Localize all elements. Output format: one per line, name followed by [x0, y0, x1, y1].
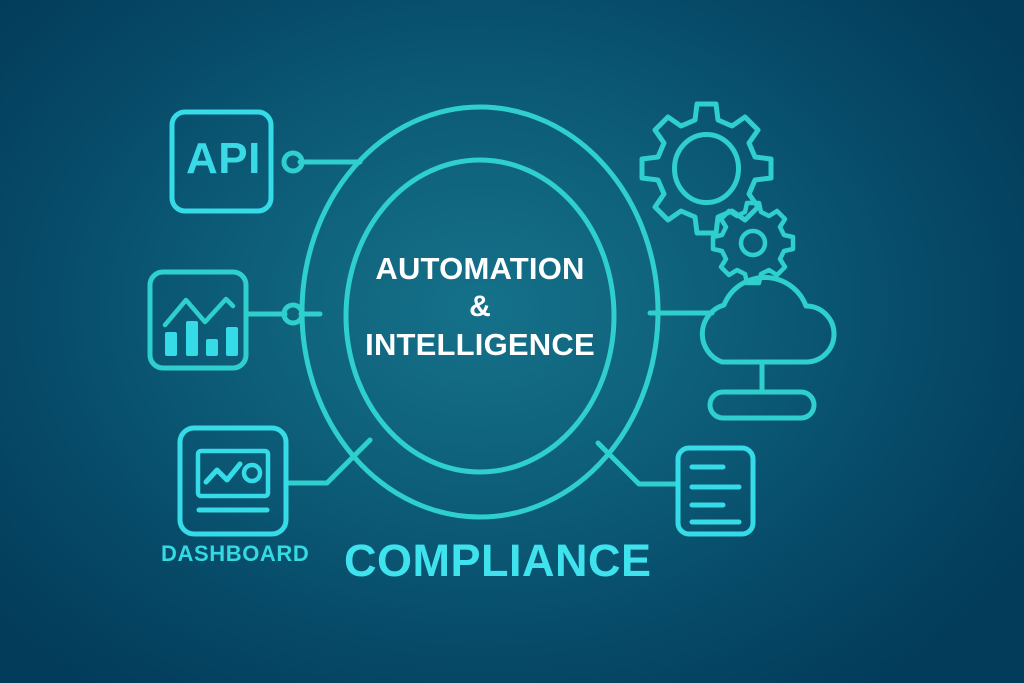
- connector-dashboard-to-hub: [283, 437, 373, 486]
- center-line-2: &: [469, 290, 491, 323]
- hub-rings: [299, 104, 661, 520]
- connector-hub-to-document: [595, 440, 681, 487]
- api-label: API: [186, 134, 261, 183]
- center-line-1: AUTOMATION: [375, 251, 585, 286]
- center-hub-label: AUTOMATION & INTELLIGENCE: [330, 250, 630, 364]
- cloud-server-icon[interactable]: [699, 274, 837, 421]
- bar-chart-icon[interactable]: [147, 269, 249, 371]
- document-lines-icon[interactable]: [675, 445, 756, 537]
- compliance-label: COMPLIANCE: [344, 535, 652, 586]
- connector-api-to-hub: [281, 150, 363, 174]
- connector-analytics-to-hub: [244, 302, 323, 326]
- api-box-icon[interactable]: [169, 109, 274, 214]
- dashboard-label: DASHBOARD: [161, 541, 310, 566]
- gears-icon[interactable]: [639, 101, 796, 286]
- center-line-3: INTELLIGENCE: [365, 327, 595, 362]
- dashboard-monitor-icon[interactable]: [177, 425, 289, 537]
